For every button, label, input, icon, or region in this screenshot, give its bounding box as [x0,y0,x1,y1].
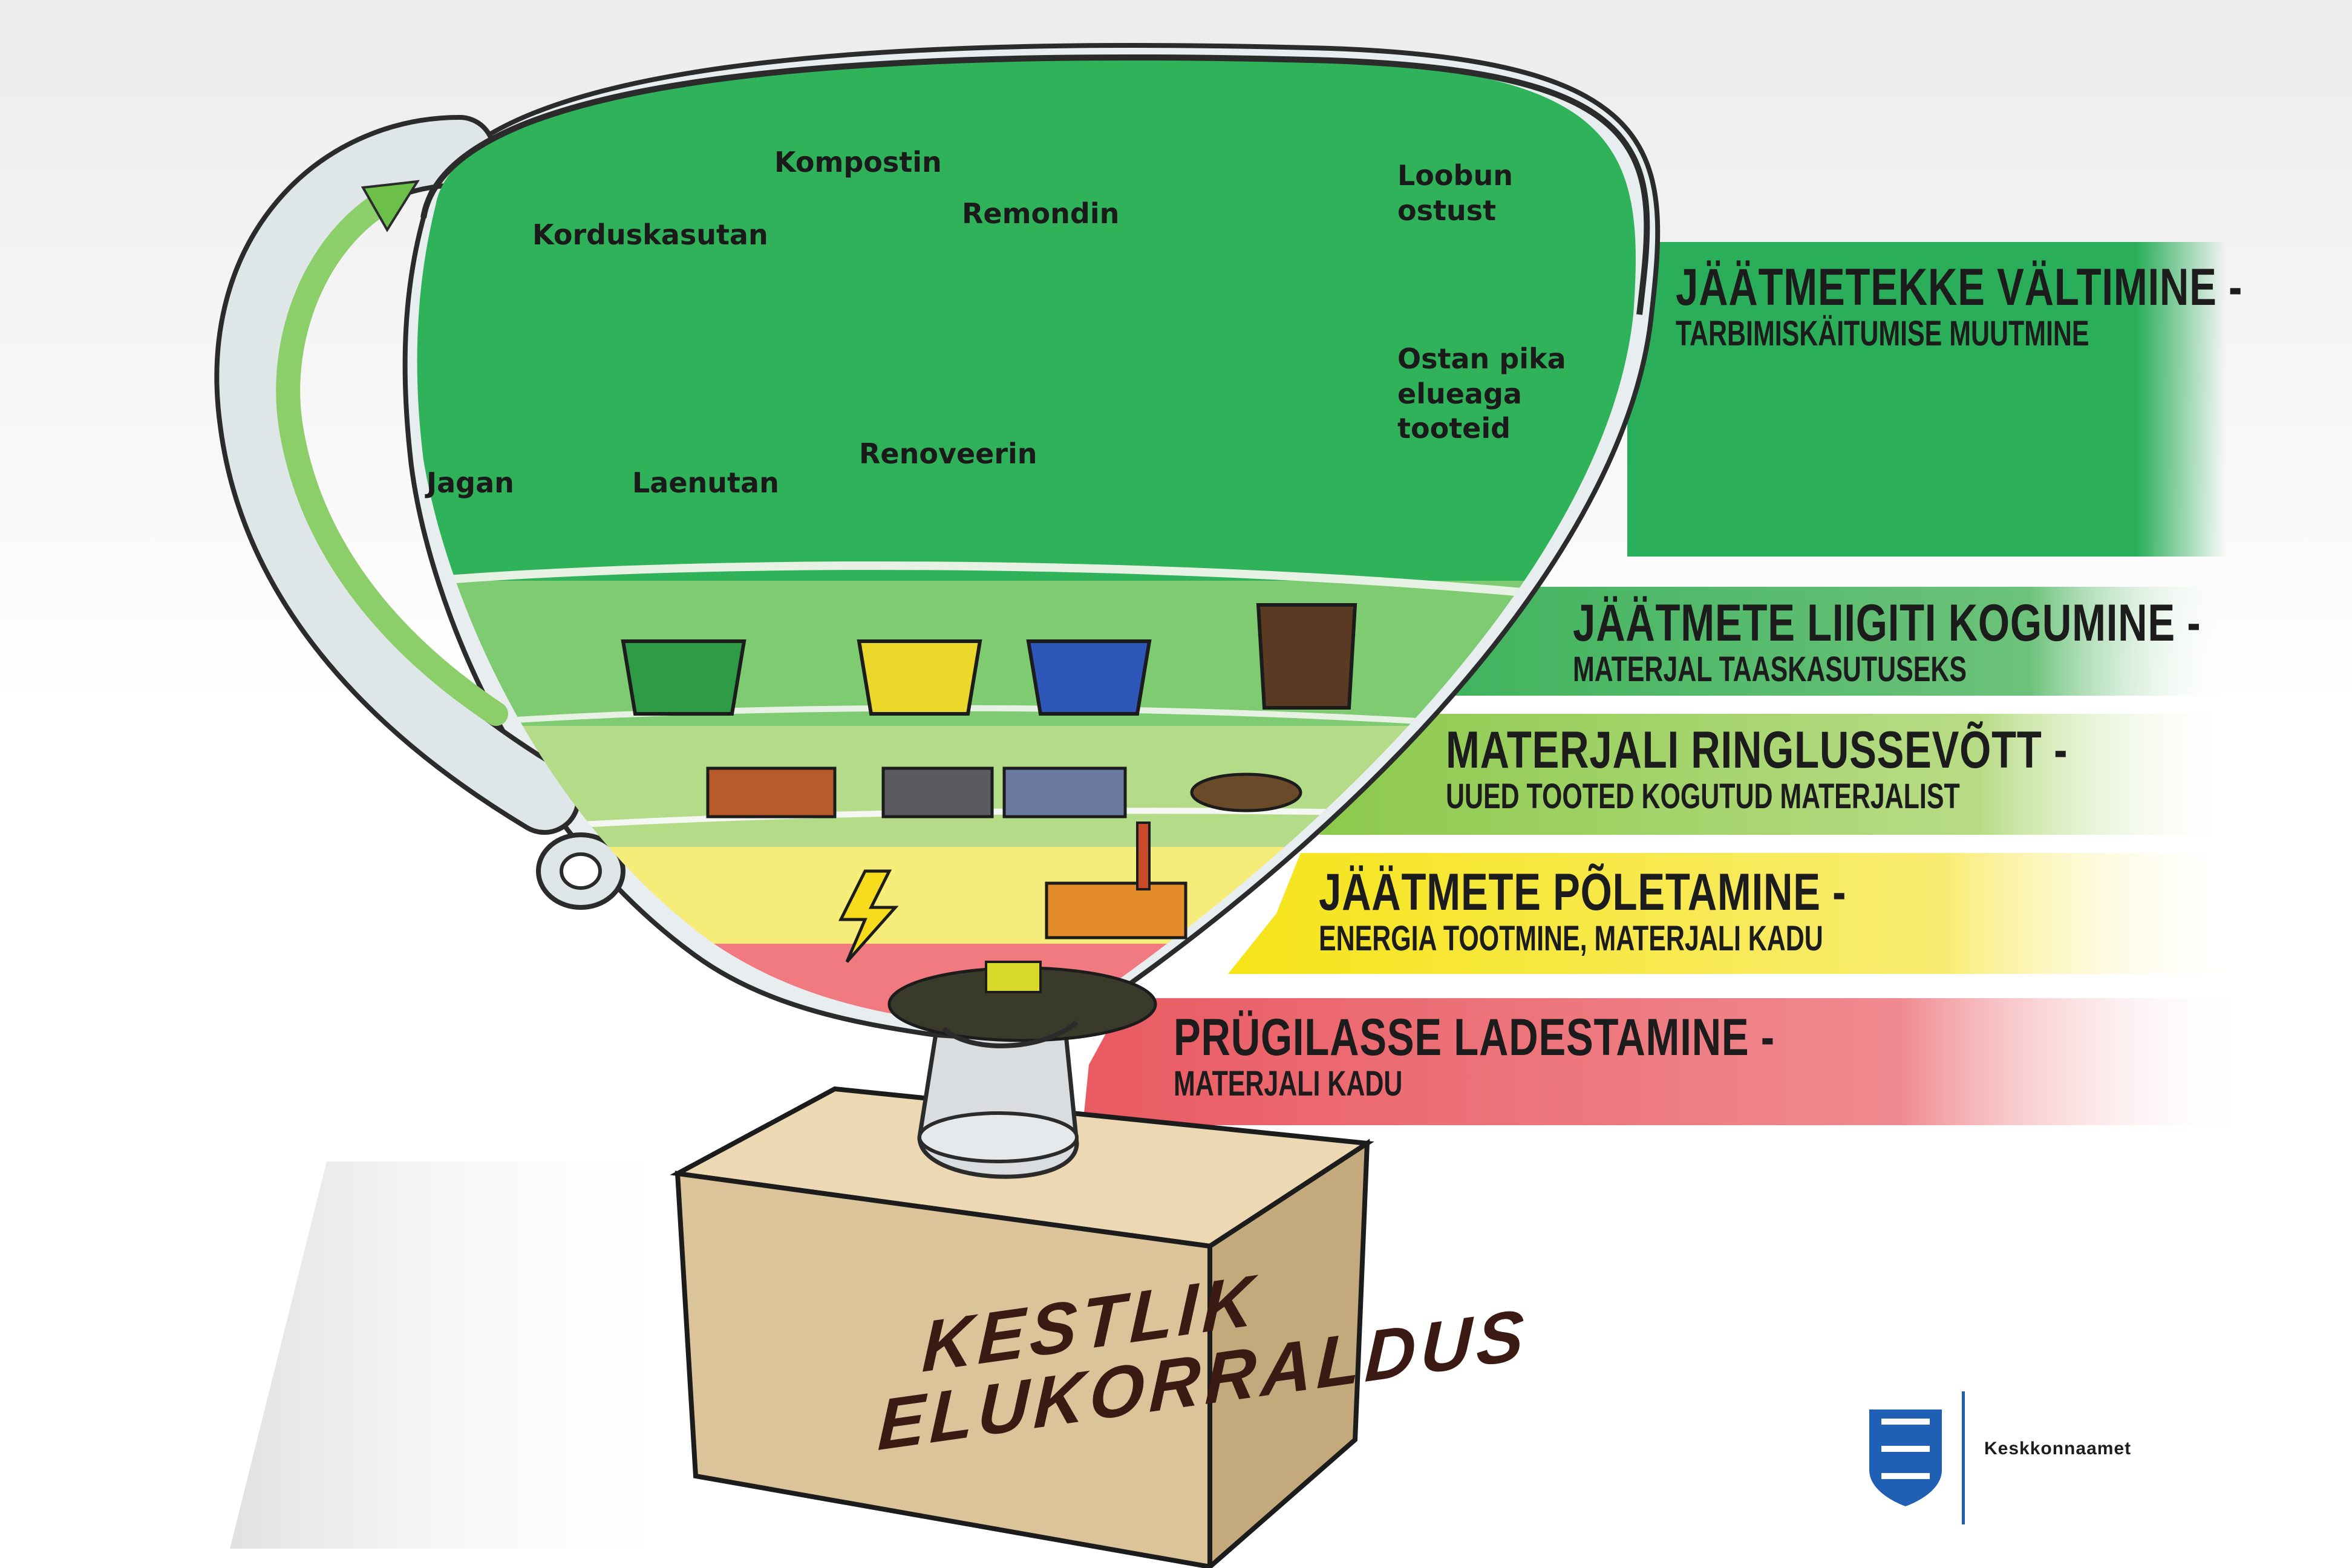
cup-handle [214,115,626,910]
action-laenutan: Laenutan [632,466,779,499]
recycling-factories [706,766,1302,818]
tier-bars [1083,242,2250,1125]
action-korduskasutan: Korduskasutan [532,218,768,251]
tier-subtitle: TARBIMISKÄITUMISE MUUTMINE [1676,314,2089,354]
landfill [887,961,1157,1042]
tier-recycling: MATERJALI RINGLUSSEVÕTT - UUED TOOTED KO… [1446,723,2243,816]
incineration-plant [838,822,1187,963]
tier-separate-collection: JÄÄTMETE LIIGITI KOGUMINE - MATERJAL TAA… [1573,596,2352,689]
tier-incineration: JÄÄTMETE PÕLETAMINE - ENERGIA TOOTMINE, … [1319,865,2001,958]
action-jagan: Jagan [426,466,514,499]
tier-avoidance: JÄÄTMETEKKE VÄLTIMINE - TARBIMISKÄITUMIS… [1676,260,2352,353]
tier-subtitle: ENERGIA TOOTMINE, MATERJALI KADU [1319,919,1823,959]
tier-subtitle: MATERJALI KADU [1174,1064,1403,1104]
tier-subtitle: UUED TOOTED KOGUTUD MATERJALIST [1446,777,1960,817]
tier-title: MATERJALI RINGLUSSEVÕTT - [1446,721,2068,779]
coat-of-arms-logo [1869,1391,1965,1524]
action-ostan: Ostan pika elueaga tooteid [1397,342,1566,445]
sorting-bins [621,603,1357,716]
tier-title: PRÜGILASSE LADESTAMINE - [1174,1008,1775,1067]
tier-landfill: PRÜGILASSE LADESTAMINE - MATERJALI KADU [1174,1010,1944,1103]
tier-title: JÄÄTMETE LIIGITI KOGUMINE - [1573,594,2201,652]
action-loobun: Loobun ostust [1397,159,1513,227]
tier-title: JÄÄTMETE PÕLETAMINE - [1319,863,1847,921]
action-kompostin: Kompostin [774,146,942,178]
action-renoveerin: Renoveerin [859,437,1037,470]
tier-subtitle: MATERJAL TAASKASUTUSEKS [1573,650,1967,690]
cup-stem [917,1020,1079,1179]
logo-name: Keskkonnaamet [1984,1439,2132,1459]
tier-title: JÄÄTMETEKKE VÄLTIMINE - [1676,258,2243,316]
action-remondin: Remondin [962,197,1120,230]
